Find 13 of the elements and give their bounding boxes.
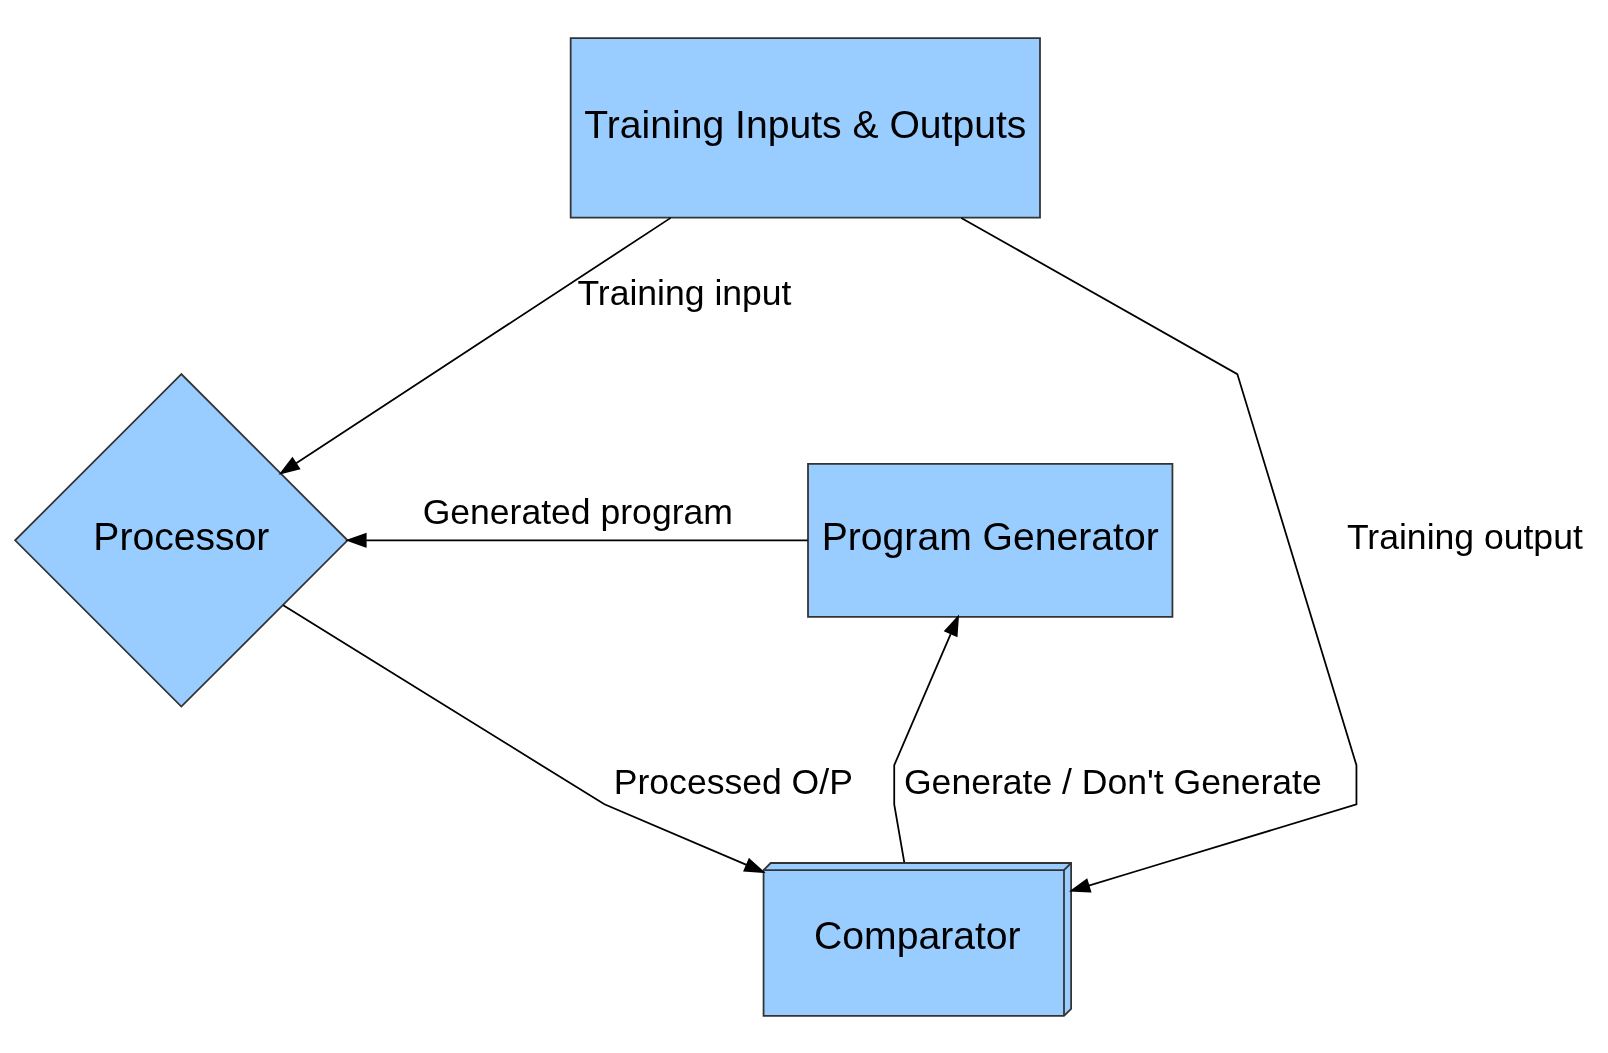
arrow: [278, 216, 672, 475]
arrow: [282, 603, 766, 873]
node-box: Program Generator: [807, 462, 1174, 618]
edge-label: Processed O/P: [613, 761, 853, 802]
arrow: [960, 216, 1358, 893]
node-box: Training Inputs & Outputs: [569, 36, 1041, 219]
edge-label: Generate / Don't Generate: [903, 761, 1322, 802]
edge-label: Training input: [577, 272, 792, 313]
edge-label: Generated program: [422, 491, 733, 532]
arrow: [345, 532, 809, 548]
edge-label: Training output: [1346, 516, 1583, 557]
arrow: [893, 614, 960, 863]
node-diamond: Processor: [13, 372, 349, 708]
